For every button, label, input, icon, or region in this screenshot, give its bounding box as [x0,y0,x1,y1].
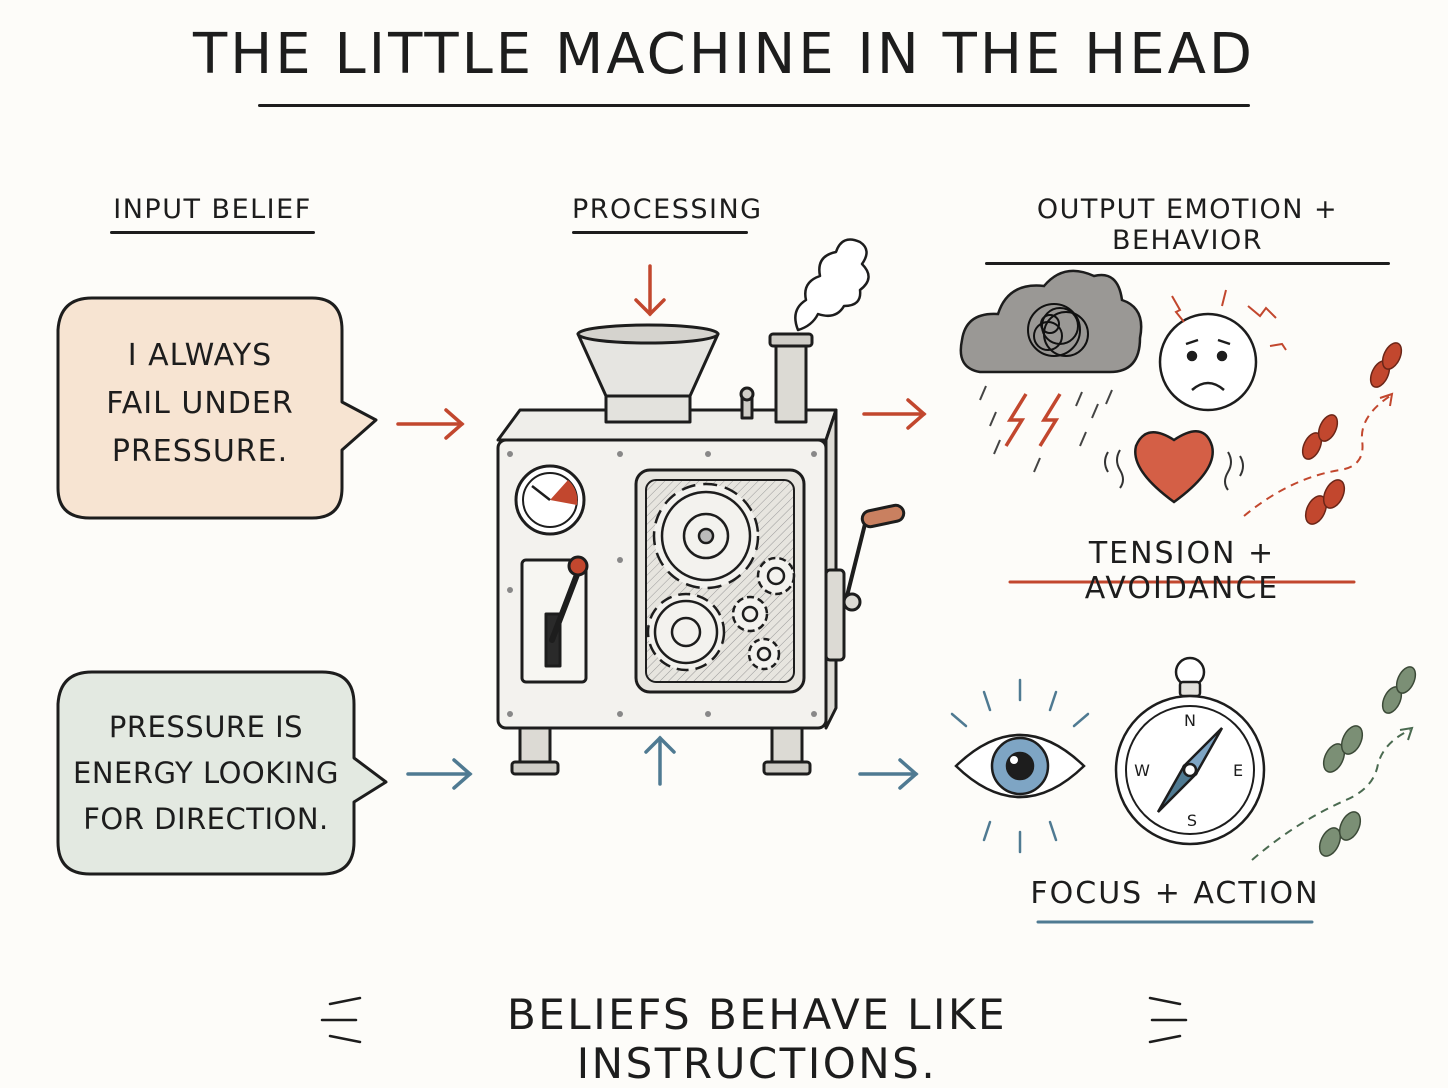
positive-output-label: FOCUS + ACTION [1030,876,1320,911]
dashed-path-red [1243,395,1391,517]
title-underline [258,104,1250,107]
column-header-processing-underline [572,231,748,234]
sad-face-icon [1158,289,1287,412]
gear-icon [646,482,796,672]
column-header-processing: PROCESSING [572,194,761,234]
heart-icon [1104,430,1244,504]
column-header-input-text: INPUT BELIEF [113,194,312,225]
arrow-input-negative [396,408,465,440]
footer-caption: BELIEFS BEHAVE LIKE INSTRUCTIONS. [506,990,1008,1088]
dashed-path-green-arrowhead [1399,726,1414,741]
compass-west-label: W [1134,761,1150,780]
footprints-green-icon [1318,666,1417,857]
footprints-red-icon [1301,342,1403,525]
positive-belief-line: FOR DIRECTION. [83,802,329,836]
compass-east-label: E [1233,761,1243,780]
compass-icon [1114,656,1266,846]
positive-belief-bubble [56,670,388,876]
negative-belief-line: FAIL UNDER [106,386,294,421]
column-header-input-underline [110,231,315,234]
positive-belief-line: ENERGY LOOKING [73,756,339,790]
compass-south-label: S [1187,811,1197,830]
positive-belief-line: PRESSURE IS [108,710,304,744]
negative-belief-line: PRESSURE. [111,434,289,469]
column-header-output-underline [985,262,1390,265]
footer-right-flourish [1148,996,1188,1044]
compass-north-label: N [1184,711,1196,730]
column-header-output: OUTPUT EMOTION + BEHAVIOR [985,194,1390,265]
negative-belief-bubble [56,296,378,520]
column-header-input: INPUT BELIEF [110,194,315,234]
storm-cloud-icon [959,269,1143,473]
page-title: THE LITTLE MACHINE IN THE HEAD [192,22,1256,87]
positive-belief-text: PRESSURE IS ENERGY LOOKING FOR DIRECTION… [58,704,354,842]
eye-icon [950,678,1090,854]
dashed-path-green [1251,729,1411,861]
negative-belief-line: I ALWAYS [127,338,273,373]
dashed-path-red-arrowhead [1379,392,1394,407]
negative-belief-text: I ALWAYS FAIL UNDER PRESSURE. [58,332,342,476]
arrow-output-positive [858,758,919,790]
arrow-down-processing [634,264,666,317]
negative-output-label: TENSION + AVOIDANCE [1084,536,1280,606]
arrow-input-positive [406,758,473,790]
footer-left-flourish [320,996,362,1044]
column-header-processing-text: PROCESSING [572,194,763,225]
column-header-output-text: OUTPUT EMOTION + BEHAVIOR [1036,194,1339,256]
belief-machine [496,238,906,776]
arrow-output-negative [862,398,927,430]
arrow-up-processing [644,735,676,786]
